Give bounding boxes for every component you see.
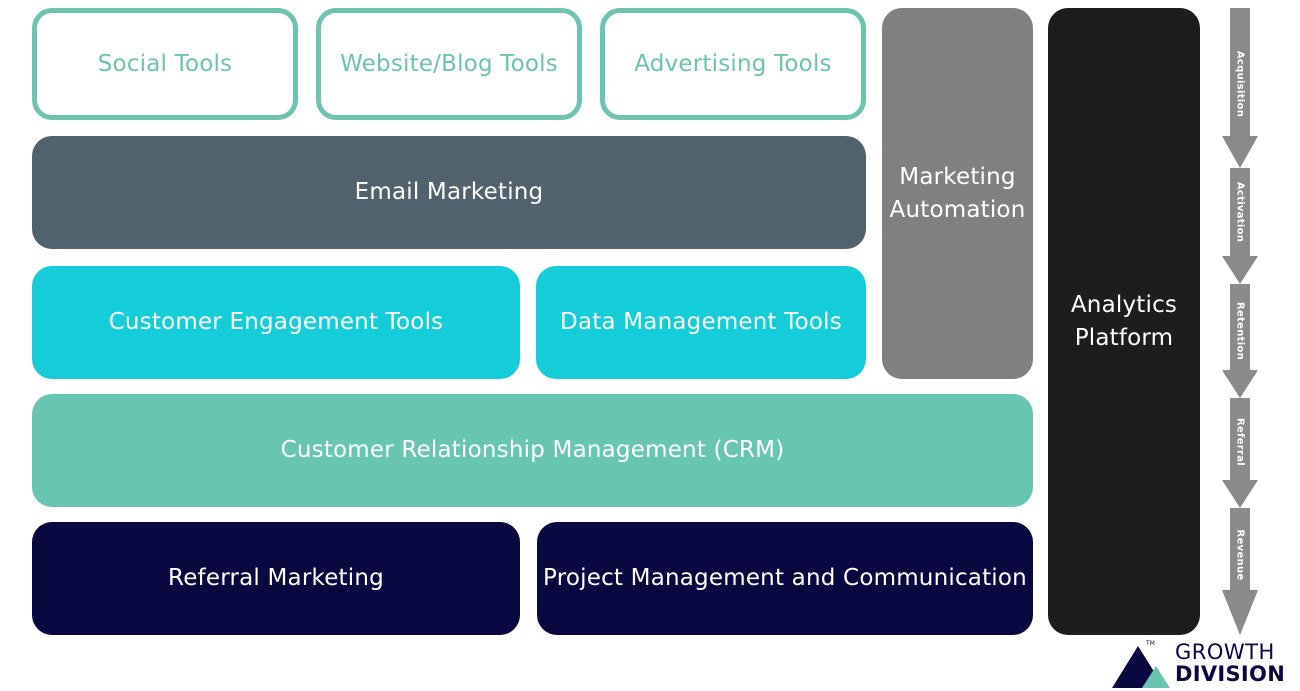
- social-tools-box: Social Tools: [32, 8, 298, 120]
- logo-text-growth: GROWTH: [1175, 640, 1275, 664]
- crm-box: Customer Relationship Management (CRM): [32, 394, 1033, 507]
- advertising-tools-box: Advertising Tools: [600, 8, 866, 120]
- logo-triangle-icon: [1112, 646, 1170, 688]
- growth-division-logo: TM GROWTH DIVISION: [1112, 640, 1292, 688]
- marketing-automation-label-line1: Marketing: [899, 164, 1016, 191]
- referral-marketing-box: Referral Marketing: [32, 522, 520, 635]
- funnel-stage-retention: Retention: [1234, 301, 1246, 361]
- funnel-stage-revenue: Revenue: [1234, 529, 1246, 581]
- website-blog-tools-label: Website/Blog Tools: [340, 50, 558, 77]
- advertising-tools-label: Advertising Tools: [634, 50, 832, 77]
- website-blog-tools-box: Website/Blog Tools: [316, 8, 582, 120]
- funnel-stage-referral: Referral: [1234, 417, 1246, 467]
- email-marketing-box: Email Marketing: [32, 136, 866, 249]
- project-management-box: Project Management and Communication: [537, 522, 1033, 635]
- marketing-automation-label-line2: Automation: [889, 196, 1026, 223]
- funnel-arrow-shape: [1222, 8, 1258, 635]
- referral-marketing-label: Referral Marketing: [168, 565, 384, 592]
- logo-trademark: TM: [1146, 640, 1155, 647]
- analytics-platform-label-line1: Analytics: [1070, 292, 1178, 319]
- logo-text-division: DIVISION: [1175, 662, 1286, 686]
- funnel-stage-activation: Activation: [1234, 181, 1246, 243]
- funnel-stage-acquisition: Acquisition: [1234, 50, 1246, 118]
- data-management-tools-label: Data Management Tools: [560, 309, 842, 336]
- analytics-platform-box: Analytics Platform: [1048, 8, 1200, 635]
- email-marketing-label: Email Marketing: [354, 179, 544, 206]
- crm-label: Customer Relationship Management (CRM): [280, 437, 785, 464]
- social-tools-label: Social Tools: [97, 50, 233, 77]
- analytics-platform-label-line2: Platform: [1074, 324, 1174, 351]
- data-management-tools-box: Data Management Tools: [536, 266, 866, 379]
- customer-engagement-tools-label: Customer Engagement Tools: [108, 309, 444, 336]
- project-management-label: Project Management and Communication: [543, 565, 1027, 592]
- marketing-automation-box: Marketing Automation: [882, 8, 1033, 379]
- customer-engagement-tools-box: Customer Engagement Tools: [32, 266, 520, 379]
- aarrr-funnel-arrow: Acquisition Activation Retention Referra…: [1220, 8, 1260, 636]
